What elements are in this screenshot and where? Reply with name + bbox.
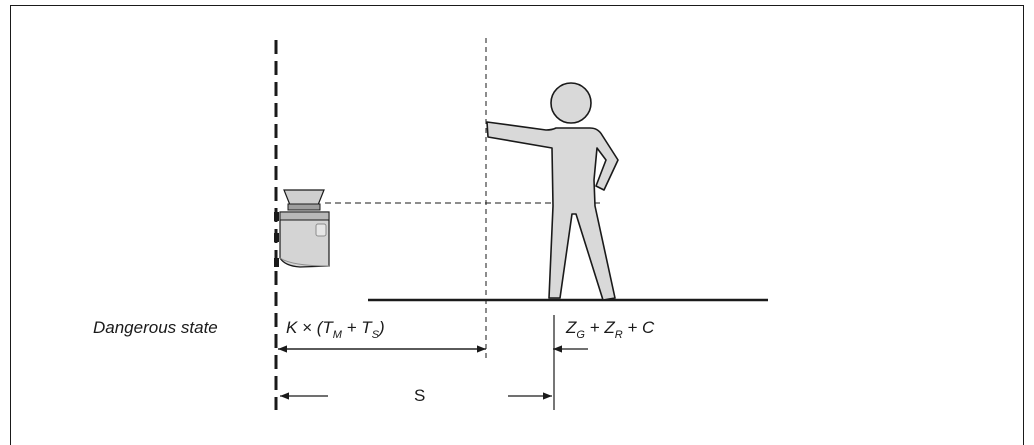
- z-formula-suffix: + C: [622, 318, 655, 337]
- k-formula-prefix: K × (T: [286, 318, 333, 337]
- k-formula-mid: + T: [341, 318, 372, 337]
- z-formula-z: Z: [566, 318, 577, 337]
- s-distance-label: S: [414, 386, 426, 405]
- z-formula-label: ZG + ZR + C: [566, 318, 655, 341]
- k-formula-sub-m: M: [332, 329, 342, 341]
- z-formula-sub-r: R: [614, 329, 623, 341]
- figure-frame: [10, 5, 1024, 445]
- dangerous-state-label: Dangerous state: [93, 318, 218, 337]
- z-formula-mid: + Z: [584, 318, 615, 337]
- k-formula-sub-s: S: [371, 329, 380, 341]
- z-formula-sub-g: G: [576, 329, 585, 341]
- k-formula-label: K × (TM + TS): [286, 318, 385, 341]
- laser-scanner-icon: [274, 189, 330, 268]
- k-formula-suffix: ): [379, 318, 385, 337]
- person-icon: [486, 82, 619, 301]
